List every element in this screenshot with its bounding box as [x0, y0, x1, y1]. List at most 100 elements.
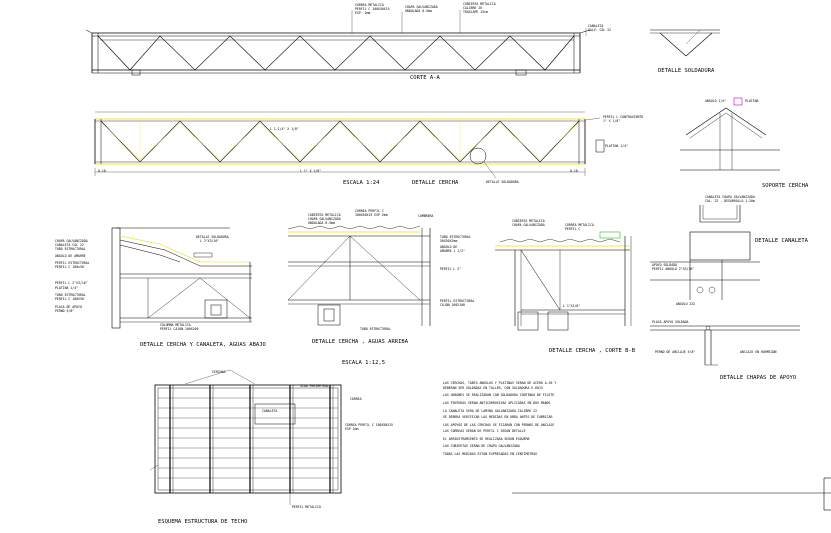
svg-text:CALIBRE 26: CALIBRE 26: [463, 6, 482, 10]
caption-detalle-chapas-apoyo: DETALLE CHAPAS DE APOYO: [720, 375, 796, 381]
svg-text:PLATINA 1/4": PLATINA 1/4": [605, 144, 628, 148]
svg-text:CORREA PERFIL C 100X50X15: CORREA PERFIL C 100X50X15: [345, 423, 393, 427]
note-line: EL ARRIOSTRAMIENTO SE REALIZARA SEGUN ES…: [443, 437, 529, 441]
caption-detalle-cercha-corte-bb: DETALLE CERCHA , CORTE B-B: [549, 348, 636, 354]
note-line: LOS APOYOS DE LAS CERCHAS SE FIJARAN CON…: [443, 423, 554, 427]
svg-text:L 1"X1/8": L 1"X1/8": [563, 304, 580, 308]
svg-text:CANALETA: CANALETA: [262, 409, 277, 413]
svg-text:TUBO ESTRUCTURAL: TUBO ESTRUCTURAL: [360, 327, 391, 331]
truss-detail: L 1.1/4" X 1/8" L 1" X 1/8" PERFIL L CON…: [94, 111, 643, 186]
truss-section-aa: CORREA METALICA PERFIL C 100X50X15 ESP. …: [85, 2, 611, 81]
svg-text:CHAPA GALVANIZADA: CHAPA GALVANIZADA: [512, 223, 545, 227]
svg-text:PLACA APOYO SOLDADA: PLACA APOYO SOLDADA: [652, 320, 689, 324]
svg-text:CANALETA CAL 22: CANALETA CAL 22: [55, 243, 84, 247]
svg-text:AMARRE 1 1/2": AMARRE 1 1/2": [440, 249, 465, 253]
svg-text:TUBO ESTRUCTURAL: TUBO ESTRUCTURAL: [55, 293, 86, 297]
svg-text:APOYO SOLDADO: APOYO SOLDADO: [652, 263, 677, 267]
svg-text:CUBIERTA METALICA: CUBIERTA METALICA: [308, 213, 341, 217]
svg-text:ESP. 2mm: ESP. 2mm: [355, 11, 370, 15]
caption-detalle-canaleta: DETALLE CANALETA: [755, 238, 809, 244]
svg-text:CANALETA CHAPA GALVANIZADA: CANALETA CHAPA GALVANIZADA: [705, 195, 755, 199]
truss-section-bb: CUBIERTA METALICA CHAPA GALVANIZADA CORR…: [495, 219, 636, 354]
caption-detalle-cercha-aguas-arriba: DETALLE CERCHA , AGUAS ARRIBA: [312, 339, 409, 345]
svg-text:CANALETA: CANALETA: [588, 24, 603, 28]
svg-text:ANCLAJE EN HORMIGON: ANCLAJE EN HORMIGON: [740, 350, 777, 354]
svg-text:ANGULO 1/4": ANGULO 1/4": [705, 99, 726, 103]
svg-text:L 1.1/4" X 1/8": L 1.1/4" X 1/8": [270, 127, 299, 131]
svg-text:PERFIL C 100X50: PERFIL C 100X50: [55, 297, 84, 301]
svg-text:CORREA METALICA: CORREA METALICA: [355, 3, 384, 7]
svg-text:PLATINA 1/4": PLATINA 1/4": [55, 286, 78, 290]
svg-text:PERFIL L 2": PERFIL L 2": [440, 267, 461, 271]
svg-text:PERFIL C 100X50X15: PERFIL C 100X50X15: [355, 7, 390, 11]
svg-text:1" X 1/8": 1" X 1/8": [603, 119, 620, 123]
caption-detalle-cercha: DETALLE CERCHA: [412, 180, 459, 186]
svg-text:PLATINA: PLATINA: [745, 99, 759, 103]
svg-text:CORREA METALICA: CORREA METALICA: [565, 223, 594, 227]
caption-corte-aa: CORTE A-A: [410, 75, 440, 81]
svg-text:L 1" X 1/8": L 1" X 1/8": [300, 169, 321, 173]
caption-esquema-estructura-techo: ESQUEMA ESTRUCTURA DE TECHO: [158, 519, 247, 525]
note-line: LAS CERCHAS, TANTO ANGULOS Y PLATINAS SE…: [443, 381, 556, 385]
note-line: DEBERAN SER SOLDADAS EN TALLER, CON SOLD…: [443, 386, 543, 390]
svg-text:PLACA DE APOYO: PLACA DE APOYO: [55, 305, 82, 309]
caption-escala-1125: ESCALA 1:12,5: [342, 360, 385, 366]
svg-text:CORREA: CORREA: [350, 397, 362, 401]
truss-gutter-downstream-detail: CHAPA GALVANIZADA CANALETA CAL 22 TUBO E…: [55, 227, 266, 348]
note-line: LA CANALETA SERA DE LAMINA GALVANIZADA C…: [443, 409, 537, 413]
svg-text:PERFIL METALICO: PERFIL METALICO: [292, 505, 321, 509]
svg-text:CAJON 100X100: CAJON 100X100: [440, 303, 465, 307]
svg-text:CHAPA GALVANIZADA: CHAPA GALVANIZADA: [55, 239, 88, 243]
svg-text:ONDULADA 0.5mm: ONDULADA 0.5mm: [308, 221, 335, 225]
svg-text:ONDULADA 0.5mm: ONDULADA 0.5mm: [405, 9, 432, 13]
svg-text:TRASLAPE 15cm: TRASLAPE 15cm: [463, 10, 488, 14]
note-line: SE DEBERA VERIFICAR LAS MEDIDAS EN OBRA …: [443, 415, 552, 419]
svg-text:COLUMNA METALICA: COLUMNA METALICA: [160, 323, 191, 327]
gutter-detail: CANALETA CHAPA GALVANIZADA CAL. 22 - DES…: [650, 195, 809, 306]
svg-text:PERFIL C: PERFIL C: [565, 227, 580, 231]
svg-text:ANGULO 2X2: ANGULO 2X2: [676, 302, 695, 306]
svg-text:TUBO ESTRUCTURAL: TUBO ESTRUCTURAL: [440, 235, 471, 239]
caption-detalle-soldadura: DETALLE SOLDADURA: [658, 68, 715, 74]
svg-text:50X50X2mm: 50X50X2mm: [440, 239, 457, 243]
label-detalle-soldadura: DETALLE SOLDADURA: [486, 180, 519, 184]
svg-text:PERNO DE ANCLAJE 5/8": PERNO DE ANCLAJE 5/8": [655, 350, 695, 354]
note-line: LAS UNIONES SE REALIZARAN CON SOLDADURA …: [443, 393, 554, 397]
svg-text:L 2"X3/16": L 2"X3/16": [200, 239, 219, 243]
note-line: TODAS LAS MEDIDAS ESTAN EXPRESADAS EN CE…: [443, 452, 537, 456]
svg-text:CORREA PERFIL C: CORREA PERFIL C: [355, 209, 384, 213]
note-line: LAS CORREAS SERAN DE PERFIL C SEGUN DETA…: [443, 429, 526, 433]
svg-text:PERFIL ESTRUCTURAL: PERFIL ESTRUCTURAL: [55, 261, 90, 265]
caption-soporte-cercha: SOPORTE CERCHA: [762, 183, 809, 189]
weld-detail: DETALLE SOLDADURA: [650, 29, 720, 74]
title-block: [512, 477, 831, 511]
svg-text:PERFIL ESTRUCTURAL: PERFIL ESTRUCTURAL: [440, 299, 475, 303]
svg-text:PERFIL L 2"X3/16": PERFIL L 2"X3/16": [55, 281, 88, 285]
svg-text:ANGULO DE AMARRE: ANGULO DE AMARRE: [55, 254, 86, 258]
svg-text:CAL. 22 - DESARROLLO 1.20m: CAL. 22 - DESARROLLO 1.20m: [705, 199, 755, 203]
svg-text:0.10: 0.10: [98, 169, 106, 173]
svg-text:ANGULO DE: ANGULO DE: [440, 245, 457, 249]
svg-text:PERFIL ANGULO 2"X3/16": PERFIL ANGULO 2"X3/16": [652, 267, 694, 271]
bearing-plates-detail: PLACA APOYO SOLDADA PERNO DE ANCLAJE 5/8…: [650, 320, 800, 381]
svg-text:PERFIL L CONTRAVIENTO: PERFIL L CONTRAVIENTO: [603, 115, 643, 119]
svg-text:CUBIERTA METALICA: CUBIERTA METALICA: [512, 219, 545, 223]
note-line: LAS PINTURAS SERAN ANTICORROSIVAS APLICA…: [443, 401, 551, 405]
svg-text:CHAPA GALVANIZADA: CHAPA GALVANIZADA: [405, 5, 438, 9]
truss-support-detail: ANGULO 1/4" PLATINA SOPORTE CERCHA: [680, 97, 809, 189]
caption-detalle-cercha-canaleta: DETALLE CERCHA Y CANALETA, AGUAS ABAJO: [140, 342, 266, 348]
svg-text:CUMBRERA: CUMBRERA: [418, 214, 433, 218]
svg-text:CUBIERTA METALICA: CUBIERTA METALICA: [463, 2, 496, 6]
caption-escala-124: ESCALA 1:24: [343, 180, 380, 186]
svg-text:PERFIL C 100x50: PERFIL C 100x50: [55, 265, 84, 269]
svg-text:DETALLE SOLDADURA: DETALLE SOLDADURA: [196, 235, 229, 239]
general-notes: LAS CERCHAS, TANTO ANGULOS Y PLATINAS SE…: [443, 381, 556, 456]
label-cerchas: CERCHAS: [212, 370, 226, 374]
svg-text:0.10: 0.10: [570, 169, 578, 173]
svg-text:PERNO 5/8": PERNO 5/8": [55, 309, 74, 313]
roof-structure-plan: CERCHAS VIGA PERIMETRAL CORREA CORREA PE…: [149, 369, 393, 525]
svg-text:PERFIL CAJON 100X100: PERFIL CAJON 100X100: [160, 327, 198, 331]
svg-text:ESP 2mm: ESP 2mm: [345, 427, 359, 431]
svg-text:100X50X15 ESP 2mm: 100X50X15 ESP 2mm: [355, 213, 388, 217]
